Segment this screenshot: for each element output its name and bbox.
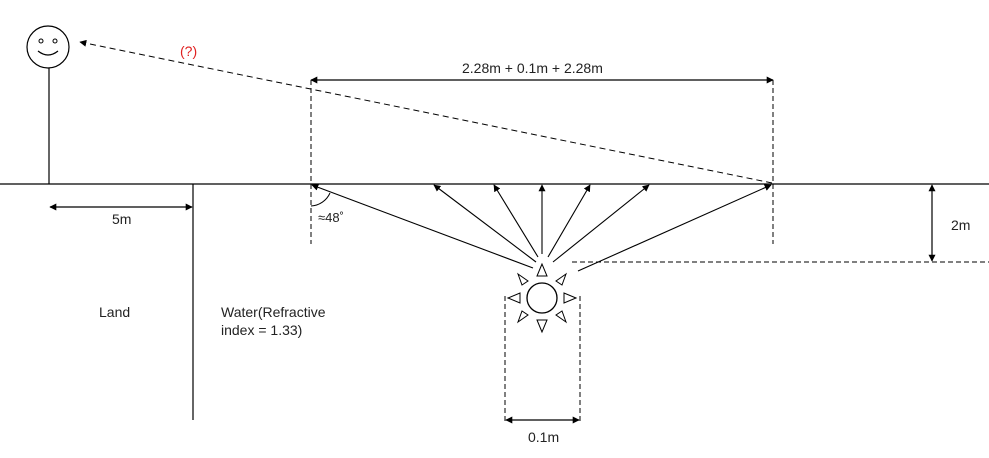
ray bbox=[547, 184, 591, 258]
light-rays bbox=[311, 183, 772, 272]
source-width-label: 0.1m bbox=[528, 429, 560, 445]
land-label: Land bbox=[99, 304, 131, 320]
sight-line bbox=[79, 39, 773, 184]
smiley-face-icon bbox=[26, 25, 70, 69]
land-distance-label: 5m bbox=[112, 211, 132, 227]
depth-label: 2m bbox=[951, 217, 971, 233]
ray bbox=[493, 184, 539, 258]
sun-icon bbox=[506, 262, 578, 334]
ray bbox=[577, 184, 772, 272]
ray bbox=[433, 184, 537, 263]
span-label: 2.28m + 0.1m + 2.28m bbox=[462, 60, 603, 76]
ray bbox=[311, 183, 534, 269]
ray bbox=[552, 184, 650, 263]
water-label: Water(Refractive index = 1.33) bbox=[221, 304, 326, 339]
angle-arc bbox=[310, 192, 331, 207]
question-label: (?) bbox=[180, 43, 198, 59]
angle-label: ≈48˚ bbox=[318, 210, 344, 225]
